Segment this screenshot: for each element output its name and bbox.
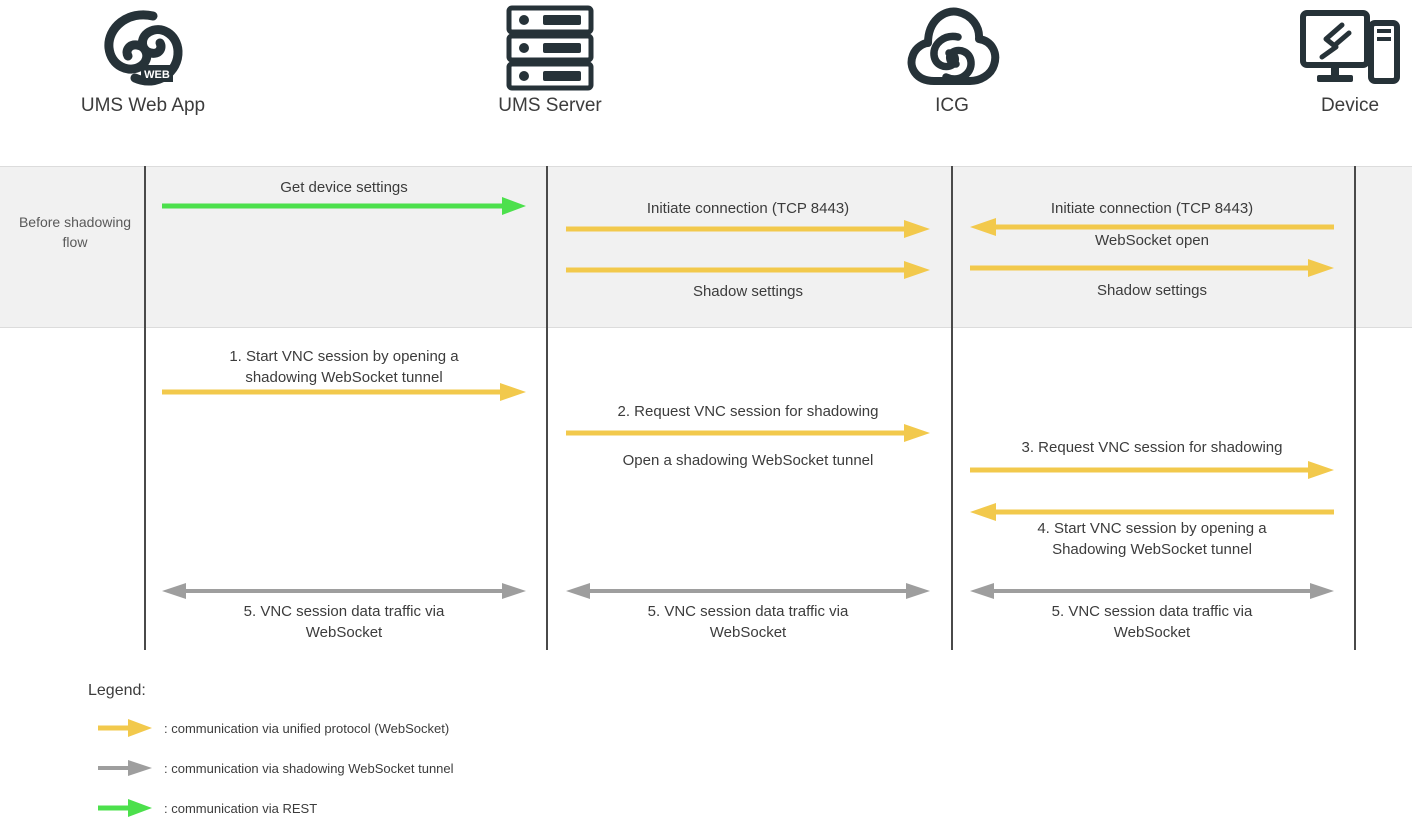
lifeline-ums-web-app xyxy=(144,166,146,650)
arrow-initiate-connection-server xyxy=(566,220,930,238)
legend-item-label: : communication via REST xyxy=(164,800,318,816)
message-label-step-5-a: 5. VNC session data traffic via WebSocke… xyxy=(243,603,445,641)
arrow-step-3 xyxy=(970,461,1334,479)
message-label-step-4: 4. Start VNC session by opening a Shadow… xyxy=(1037,520,1267,558)
actor-ums-server: UMS Server xyxy=(450,0,650,150)
actor-label: ICG xyxy=(935,95,969,116)
arrow-initiate-connection-device xyxy=(970,218,1334,236)
legend-item-unified: : communication via unified protocol (We… xyxy=(98,718,449,738)
lifeline-icg xyxy=(951,166,953,650)
arrow-step-1 xyxy=(162,383,526,401)
message-label-step-5-b: 5. VNC session data traffic via WebSocke… xyxy=(647,603,849,641)
message-label-step-2: 2. Request VNC session for shadowing xyxy=(617,403,879,420)
message-label-websocket-open: WebSocket open xyxy=(1095,232,1209,249)
cloud-gateway-icon xyxy=(852,0,1052,95)
arrow-step-4 xyxy=(970,503,1334,521)
actor-device: Device xyxy=(1250,0,1412,150)
message-label-get-device-settings: Get device settings xyxy=(280,179,408,196)
arrow-shadow-settings-server xyxy=(566,261,930,279)
actor-icg: ICG xyxy=(852,0,1052,150)
legend-arrow-rest-icon xyxy=(98,799,152,817)
arrow-step-5-a xyxy=(162,582,526,600)
actor-label: UMS Server xyxy=(498,95,602,116)
message-label-step-1: 1. Start VNC session by opening a shadow… xyxy=(229,348,459,386)
arrow-step-2 xyxy=(566,424,930,442)
ums-web-app-logo-icon: WEB xyxy=(43,0,243,95)
legend-title: Legend: xyxy=(88,682,146,699)
desktop-device-icon xyxy=(1250,0,1412,95)
actor-ums-web-app: WEB UMS Web App xyxy=(43,0,243,150)
legend-arrow-unified-icon xyxy=(98,719,152,737)
legend-item-shadowing: : communication via shadowing WebSocket … xyxy=(98,758,454,778)
actor-label: Device xyxy=(1320,95,1380,116)
legend-item-label: : communication via unified protocol (We… xyxy=(164,720,450,736)
message-label-initiate-connection-device: Initiate connection (TCP 8443) xyxy=(1050,200,1254,217)
lifeline-device xyxy=(1354,166,1356,650)
legend-item-label: : communication via shadowing WebSocket … xyxy=(164,760,454,776)
legend-arrow-shadowing-icon xyxy=(98,759,152,777)
message-label-shadow-settings-device: Shadow settings xyxy=(1096,282,1208,299)
message-label-initiate-connection-server: Initiate connection (TCP 8443) xyxy=(646,200,850,217)
arrow-step-5-b xyxy=(566,582,930,600)
message-label-step-2-sub: Open a shadowing WebSocket tunnel xyxy=(622,452,874,469)
arrow-get-device-settings xyxy=(162,197,526,215)
before-shadowing-flow-band xyxy=(0,166,1412,328)
arrow-shadow-settings-device xyxy=(970,259,1334,277)
lifeline-ums-server xyxy=(546,166,548,650)
server-rack-icon xyxy=(450,0,650,95)
band-label: Before shadowing flow xyxy=(18,214,132,250)
arrow-step-5-c xyxy=(970,582,1334,600)
message-label-shadow-settings-server: Shadow settings xyxy=(692,283,804,300)
actor-label: UMS Web App xyxy=(80,95,206,116)
message-label-step-5-c: 5. VNC session data traffic via WebSocke… xyxy=(1051,603,1253,641)
message-label-step-3: 3. Request VNC session for shadowing xyxy=(1021,439,1283,456)
legend-item-rest: : communication via REST xyxy=(98,798,317,818)
svg-text:WEB: WEB xyxy=(144,69,170,81)
